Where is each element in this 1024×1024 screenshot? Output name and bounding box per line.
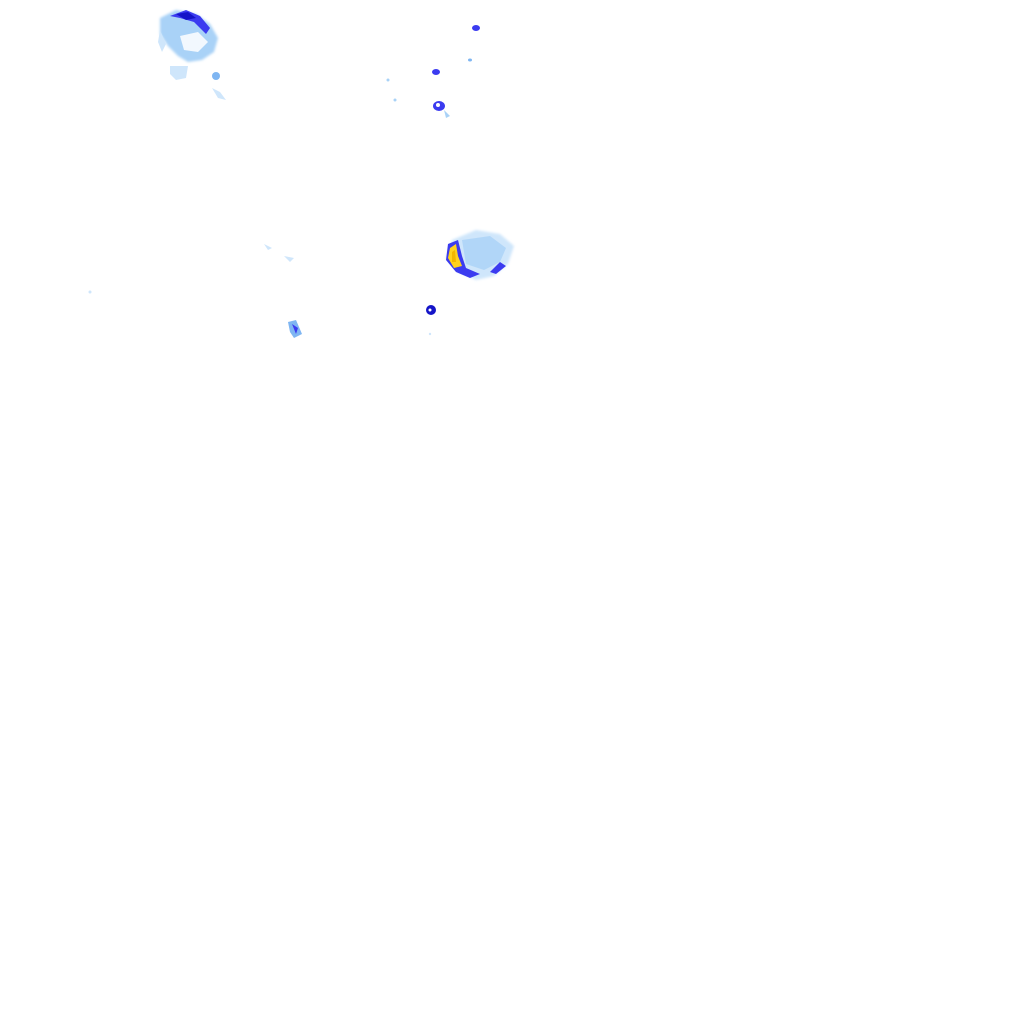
- rain-cell-central: [446, 230, 514, 280]
- rain-cell-south: [88, 244, 436, 338]
- rain-cell-north-small: [386, 25, 480, 118]
- rain-cell-northwest: [158, 10, 226, 100]
